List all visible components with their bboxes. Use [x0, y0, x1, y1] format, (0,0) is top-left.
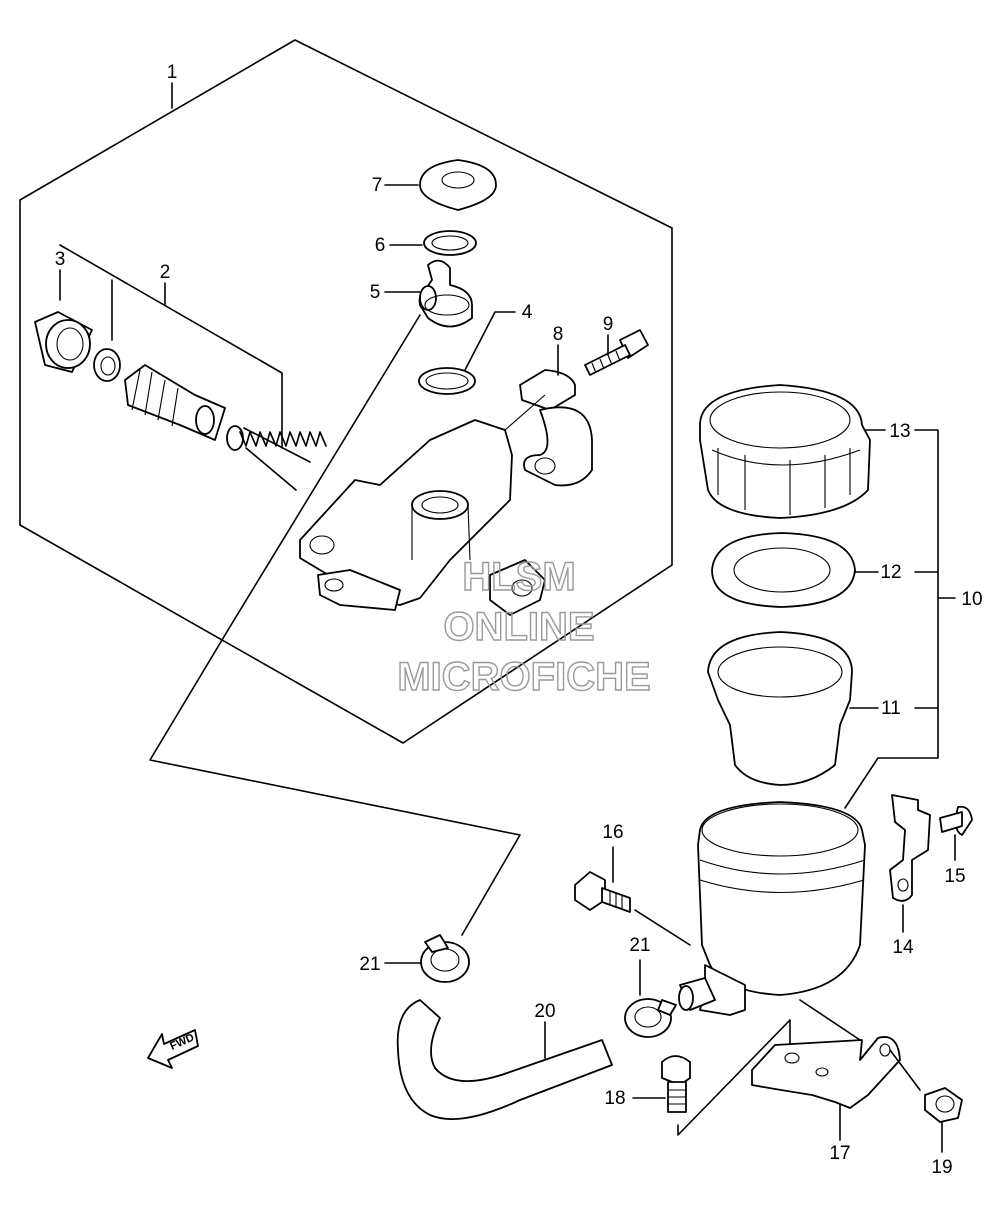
part-17-bracket — [751, 1036, 901, 1109]
bracket-2 — [59, 244, 283, 449]
watermark-line-1: HLSM — [462, 555, 575, 599]
part-18-bolt — [661, 1055, 691, 1113]
fwd-arrow-icon: FWD — [147, 1029, 199, 1069]
leader-17b — [889, 1049, 921, 1091]
label-part-5: 5 — [370, 282, 381, 303]
part-3-cup — [34, 311, 93, 373]
hose-routing-line — [149, 629, 521, 936]
label-part-8: 8 — [553, 324, 564, 345]
part-2-spring — [226, 425, 327, 491]
leader-18b — [677, 1019, 791, 1136]
label-part-11: 11 — [881, 698, 901, 719]
part-11-diaphragm — [707, 631, 853, 786]
label-part-15: 15 — [944, 866, 965, 887]
part-21-clamp-top — [420, 934, 470, 983]
label-part-1: 1 — [167, 62, 178, 83]
part-6-circlip — [423, 230, 477, 256]
label-part-18: 18 — [604, 1088, 625, 1109]
label-part-7: 7 — [372, 175, 383, 196]
part-12-plate — [711, 532, 856, 608]
part-10-reservoir — [678, 801, 866, 1016]
part-21-clamp-bottom — [624, 998, 677, 1038]
label-part-3: 3 — [55, 249, 66, 270]
label-part-17: 17 — [829, 1143, 850, 1164]
label-part-2: 2 — [160, 262, 171, 283]
part-16-bolt — [574, 871, 631, 913]
part-9-bolt — [584, 329, 649, 376]
part-14-bracket — [889, 794, 931, 902]
label-part-21-top: 21 — [359, 954, 380, 975]
label-part-9: 9 — [603, 314, 614, 335]
leader-10 — [799, 999, 861, 1041]
part-5-hose-joint — [418, 259, 473, 328]
watermark-line-2: ONLINE — [443, 605, 594, 649]
part-4-o-ring — [418, 367, 476, 395]
master-cylinder-body — [299, 394, 546, 616]
part-2-circlip — [93, 348, 121, 382]
label-part-4: 4 — [522, 302, 533, 323]
label-part-20: 20 — [534, 1001, 555, 1022]
assembly-outline — [19, 39, 673, 744]
label-part-21-bottom: 21 — [629, 935, 650, 956]
watermark-line-3: MICROFICHE — [397, 655, 650, 699]
part-19-nut — [924, 1087, 963, 1123]
bracket-10 — [844, 429, 956, 809]
part-7-boot — [419, 159, 497, 211]
part-15-screw — [939, 805, 973, 836]
label-part-12: 12 — [880, 562, 901, 583]
label-part-14: 14 — [892, 937, 914, 958]
part-8-clamp — [519, 369, 593, 487]
label-part-13: 13 — [889, 421, 910, 442]
part-2-piston — [124, 364, 226, 441]
label-part-6: 6 — [375, 235, 386, 256]
label-part-10: 10 — [961, 589, 982, 610]
leader-5b — [227, 314, 421, 631]
leader-16b — [634, 909, 691, 946]
label-part-16: 16 — [602, 822, 623, 843]
leader-4 — [464, 311, 516, 371]
label-part-19: 19 — [931, 1157, 952, 1178]
part-20-hose — [396, 999, 613, 1121]
part-13-cap — [699, 384, 871, 519]
